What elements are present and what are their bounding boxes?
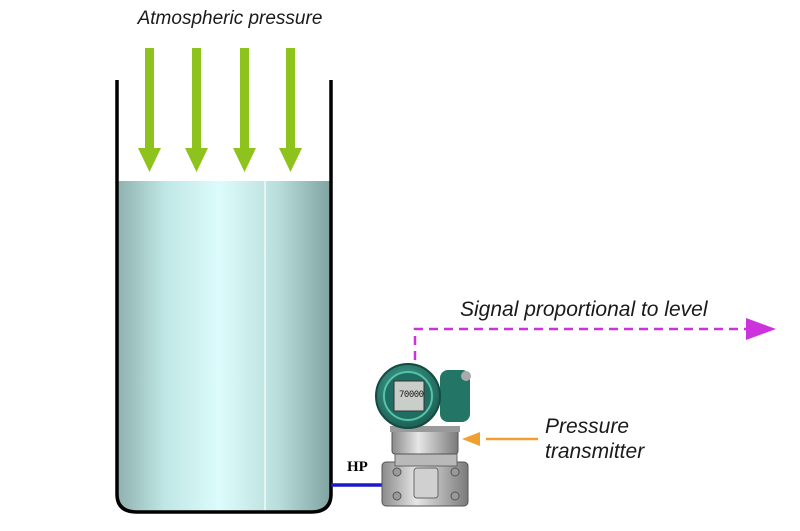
arrow-right-icon (746, 318, 776, 340)
pressure-transmitter-line1: Pressure (545, 415, 630, 438)
pressure-transmitter-line2: transmitter (545, 440, 645, 463)
signal-line (413, 327, 748, 360)
atmospheric-pressure-label: Atmospheric pressure (137, 8, 323, 29)
arrow-down-icon (138, 48, 302, 172)
pressure-transmitter-label: Pressure transmitter (545, 414, 644, 464)
transmitter-display-reading: 70000 (399, 390, 424, 400)
signal-label: Signal proportional to level (460, 298, 708, 321)
arrow-left-icon (462, 432, 480, 446)
transmitter-device (375, 363, 471, 507)
liquid (117, 181, 331, 512)
tank (115, 80, 333, 514)
hp-label: HP (347, 459, 368, 475)
